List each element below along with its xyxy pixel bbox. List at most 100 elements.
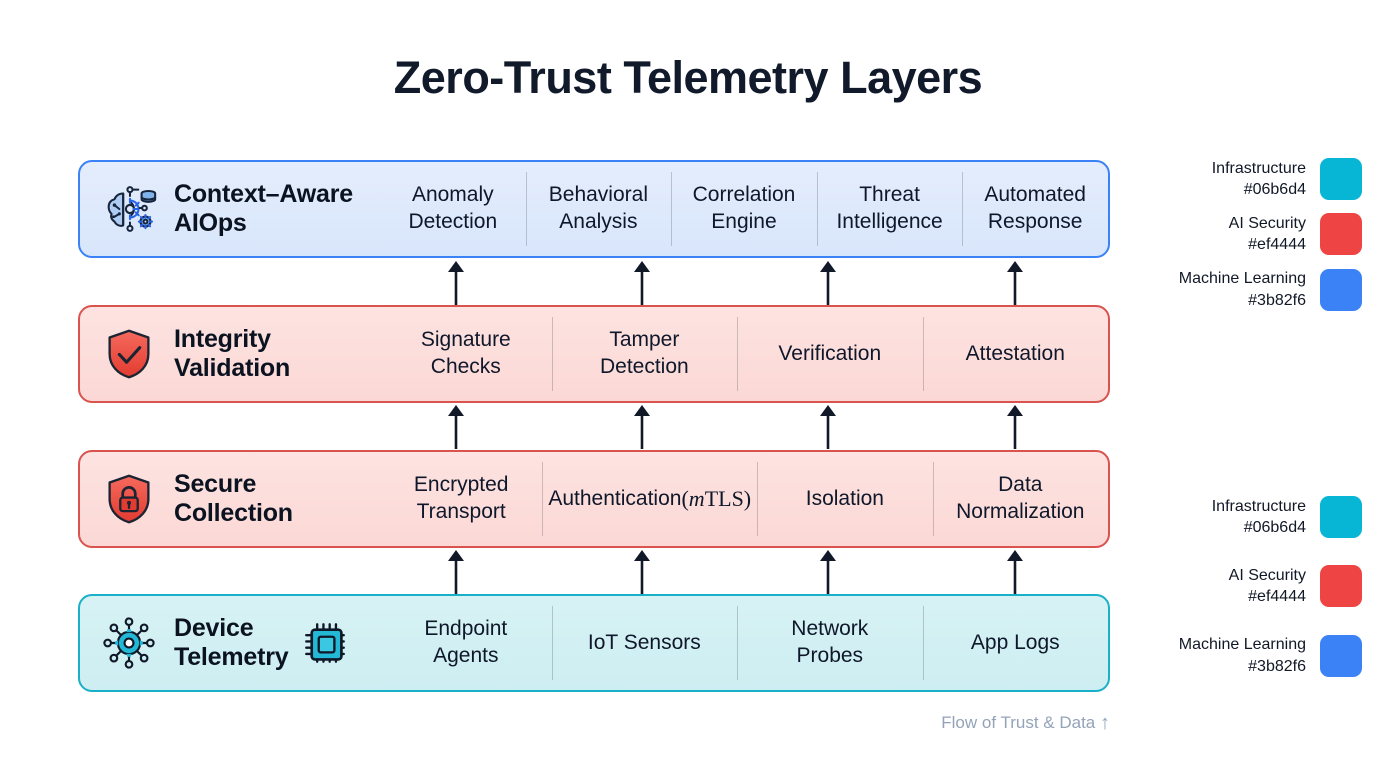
flow-arrow-up: [448, 550, 464, 594]
layer-title-line1: Integrity: [174, 324, 271, 353]
flow-arrow-up: [820, 550, 836, 594]
layer-header: Secure Collection: [80, 452, 380, 546]
flow-caption: Flow of Trust & Data ↑: [0, 712, 1110, 735]
flow-arrow-up: [448, 261, 464, 305]
legend-item-machine-learning[interactable]: Machine Learning #3b82f6: [1122, 634, 1362, 677]
legend-item-ai-security[interactable]: AI Security #ef4444: [1122, 565, 1362, 608]
legend-hex: #06b6d4: [1243, 181, 1306, 199]
legend-label-group: Machine Learning #3b82f6: [1179, 634, 1306, 676]
flow-arrow-up: [1007, 261, 1023, 305]
legend-swatch-infrastructure: [1320, 496, 1362, 539]
legend-label: AI Security: [1228, 215, 1306, 233]
layer-title: Secure Collection: [174, 470, 293, 529]
layer-title: Context–Aware AIOps: [174, 180, 353, 239]
legend-label: Infrastructure: [1211, 498, 1306, 515]
flow-arrow-up: [634, 405, 650, 449]
cell-authentication-mtls[interactable]: Authentication (mTLS): [542, 452, 757, 546]
cell-label: IoT Sensors: [587, 630, 701, 654]
legend-item-infrastructure[interactable]: Infrastructure #06b6d4: [1122, 496, 1362, 539]
legend-hex: #3b82f6: [1248, 291, 1306, 309]
layer-title: Integrity Validation: [174, 325, 290, 384]
legend-hex: #ef4444: [1248, 588, 1306, 606]
legend-swatch-infrastructure: [1320, 158, 1362, 201]
legend-label: AI Security: [1228, 567, 1306, 585]
legend-swatch-machine-learning: [1320, 268, 1362, 311]
legend-hex: #3b82f6: [1248, 657, 1306, 675]
legend-top: Infrastructure #06b6d4 AI Security #ef44…: [1122, 158, 1362, 324]
legend-hex: #06b6d4: [1243, 519, 1306, 537]
legend-item-ai-security[interactable]: AI Security #ef4444: [1122, 213, 1362, 256]
legend-label-group: Infrastructure #06b6d4: [1212, 158, 1306, 200]
flow-arrow-up: [1007, 550, 1023, 594]
layer-title-line2: Telemetry: [174, 643, 289, 671]
page-title: Zero-Trust Telemetry Layers: [393, 52, 983, 103]
cell-label: App Logs: [970, 630, 1060, 654]
cpu-chip-icon: [305, 623, 346, 663]
cell-attestation[interactable]: Attestation: [922, 307, 1108, 401]
legend-label-group: AI Security #ef4444: [1229, 565, 1306, 607]
legend-label: Machine Learning: [1178, 636, 1306, 654]
flow-arrow-up: [820, 261, 836, 305]
legend-label: Machine Learning: [1178, 270, 1306, 288]
cell-label-mtls: (mTLS): [681, 485, 752, 511]
legend-swatch-ai-security: [1320, 565, 1362, 608]
legend-bottom: Infrastructure #06b6d4 AI Security #ef44…: [1122, 496, 1362, 704]
legend-item-machine-learning[interactable]: Machine Learning #3b82f6: [1122, 268, 1362, 311]
layer-title-line2: Validation: [174, 354, 291, 382]
shield-lock-icon: [108, 474, 150, 524]
layer-header: Integrity Validation: [80, 307, 380, 401]
cell-isolation[interactable]: Isolation: [757, 452, 932, 546]
shield-check-icon: [108, 329, 150, 379]
flow-arrow-up: [634, 550, 650, 594]
flow-caption-label: Flow of Trust & Data: [941, 713, 1096, 732]
legend-label-group: AI Security #ef4444: [1229, 213, 1306, 255]
layer-title-line1: Secure: [174, 469, 257, 498]
ai-brain-gear-icon: [107, 186, 157, 232]
cell-label: Isolation: [805, 486, 884, 510]
legend-label: Infrastructure: [1211, 160, 1306, 177]
flow-up-arrow-icon: ↑: [1100, 712, 1110, 734]
legend-item-infrastructure[interactable]: Infrastructure #06b6d4: [1122, 158, 1362, 201]
cell-verification[interactable]: Verification: [737, 307, 922, 401]
layer-title-line2: Collection: [174, 499, 293, 527]
cell-iot-sensors[interactable]: IoT Sensors: [551, 596, 737, 690]
layer-header: Context–Aware AIOps: [80, 162, 380, 256]
cell-app-logs[interactable]: App Logs: [922, 596, 1108, 690]
legend-label-group: Infrastructure #06b6d4: [1212, 496, 1306, 538]
legend-label-group: Machine Learning #3b82f6: [1179, 268, 1306, 310]
cell-label-authentication: Authentication: [548, 486, 682, 510]
layer-title-line2: AIOps: [174, 209, 247, 237]
layer-title-line1: Context–Aware: [174, 179, 353, 208]
cell-label: Verification: [778, 341, 882, 365]
layer-header: Device Telemetry: [80, 596, 380, 690]
flow-arrow-up: [820, 405, 836, 449]
